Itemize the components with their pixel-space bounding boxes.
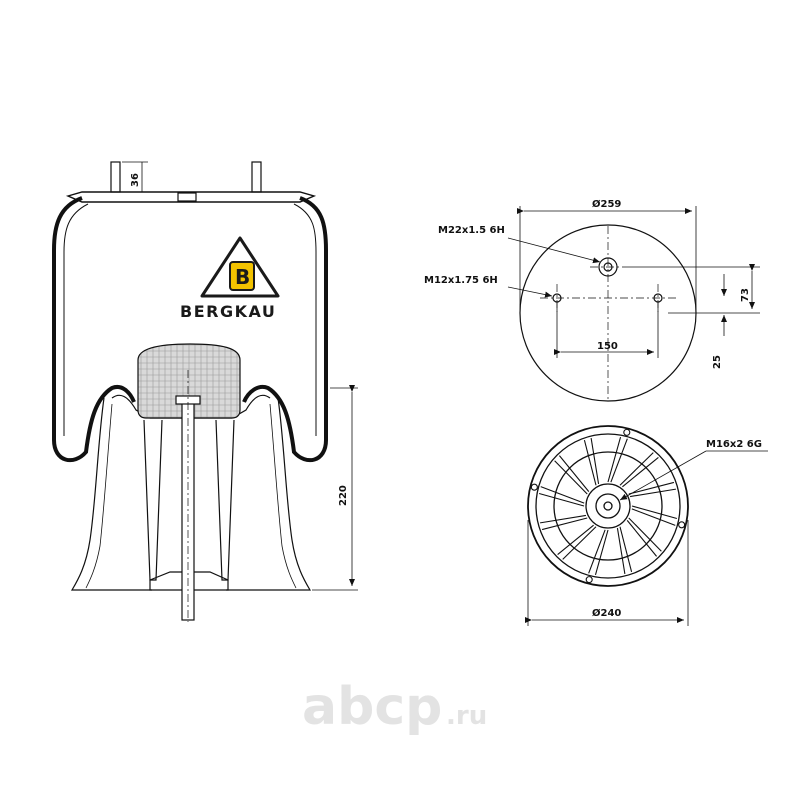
- piston-rib: [628, 517, 662, 552]
- watermark-main: abcp: [302, 677, 442, 737]
- inner-tube-left: [143, 419, 163, 581]
- dim-offset-25: 25: [712, 355, 723, 369]
- piston-rib: [610, 438, 628, 483]
- piston-outer-circle: [527, 425, 689, 587]
- bottom-thread-hole: [595, 493, 621, 519]
- piston-rib: [562, 526, 597, 560]
- logo-block: [229, 261, 255, 291]
- bump-stop: [137, 343, 241, 419]
- bellows-inner: [63, 203, 89, 436]
- piston-rib: [616, 527, 626, 575]
- dim-offset-73: 73: [740, 288, 751, 302]
- piston-rib: [628, 481, 675, 495]
- piston-rib: [631, 505, 678, 520]
- piston-left: [70, 397, 152, 591]
- dim-top-thread-side: M12x1.75 6H: [424, 275, 498, 286]
- side-dimensions: [122, 161, 358, 591]
- watermark-suffix: .ru: [446, 701, 487, 731]
- piston-rib: [540, 486, 585, 504]
- dim-top-thread-center: M22x1.5 6H: [438, 225, 505, 236]
- watermark: abcp .ru: [302, 677, 487, 737]
- piston-rib: [631, 508, 676, 526]
- top-stud-right: [251, 161, 262, 193]
- piston-rib: [594, 529, 609, 576]
- piston-inner-left: [85, 403, 113, 589]
- dim-bottom-thread: M16x2 6G: [706, 439, 762, 450]
- piston-rib: [626, 520, 658, 557]
- piston-rib: [629, 488, 677, 498]
- bellows-inner-right: [293, 203, 317, 436]
- dim-hole-spacing: 150: [597, 341, 618, 352]
- mount-hole: [678, 521, 686, 529]
- piston-base: [149, 571, 229, 591]
- piston-rib: [590, 437, 600, 485]
- bottom-view: [527, 425, 689, 587]
- piston-rib: [558, 455, 590, 492]
- dim-top-diameter: Ø259: [592, 198, 621, 210]
- piston-rib: [557, 524, 594, 556]
- dim-stud-height: 36: [130, 173, 141, 187]
- piston-rib: [619, 526, 633, 573]
- top-dimensions: [507, 206, 760, 358]
- piston-ribs: [530, 428, 686, 584]
- piston-rib: [539, 514, 587, 524]
- bergkau-logo: B BERGKAU: [180, 236, 280, 321]
- piston-rib: [619, 452, 654, 486]
- piston-rib: [538, 492, 585, 507]
- mount-hole: [530, 483, 538, 491]
- top-plate-notch: [177, 192, 197, 202]
- top-view: [519, 224, 697, 402]
- piston-rib: [583, 439, 597, 486]
- piston-right: [226, 397, 312, 591]
- dim-bottom-diameter: Ø240: [592, 607, 621, 619]
- piston-rib: [607, 436, 622, 483]
- piston-rib: [622, 456, 659, 488]
- top-stud-left: [110, 161, 121, 193]
- bellows-outer: [52, 196, 136, 463]
- inner-tube-right: [215, 419, 235, 581]
- piston-rib: [541, 517, 588, 531]
- piston-inner-right: [269, 403, 297, 589]
- piston-rib: [554, 460, 588, 495]
- piston-rib: [588, 529, 606, 574]
- bellows-outer-right: [242, 196, 328, 463]
- mount-hole: [585, 576, 593, 584]
- brand-name: BERGKAU: [180, 302, 276, 321]
- mount-hole: [623, 428, 631, 436]
- side-section-view: [52, 161, 328, 622]
- logo-letter: B: [235, 265, 250, 289]
- dim-piston-height: 220: [338, 485, 349, 506]
- top-plate: [65, 191, 317, 203]
- bottom-dimensions: [525, 450, 768, 626]
